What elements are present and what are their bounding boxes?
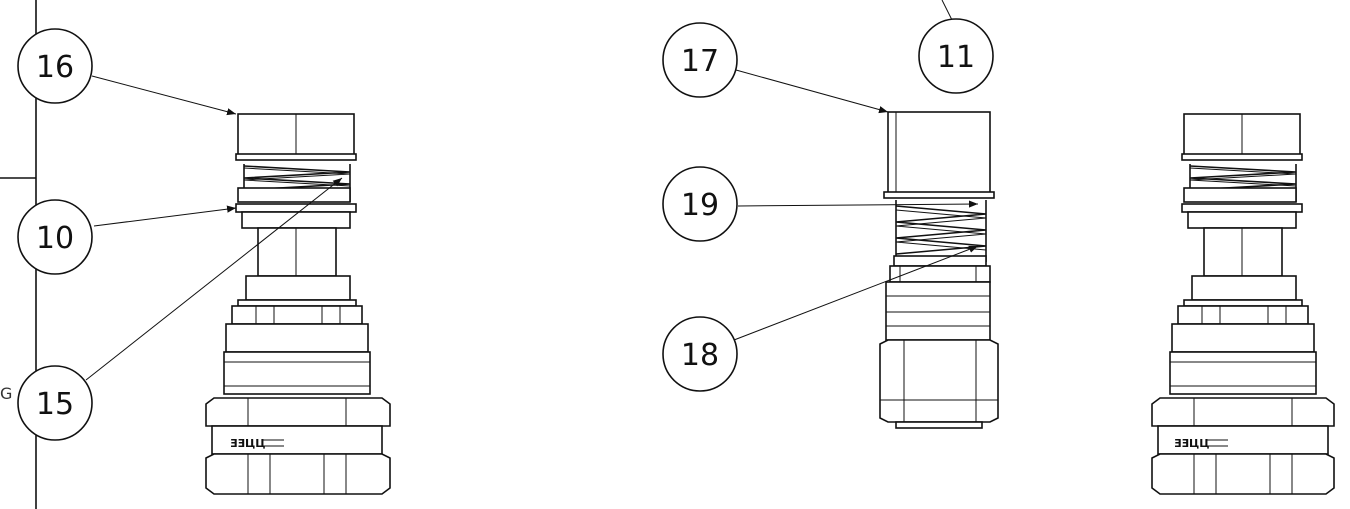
brand-logo-right: ƎƎЦЦ xyxy=(1174,437,1209,450)
spring-middle xyxy=(895,200,987,262)
frame-edge-letter: G xyxy=(0,384,12,403)
brand-logo-left: ƎƎЦЦ xyxy=(230,437,265,450)
leader-10 xyxy=(93,205,237,227)
leader-15 xyxy=(85,177,343,381)
balloon-label-19: 19 xyxy=(681,188,719,223)
balloon-label-18: 18 xyxy=(681,338,719,373)
spring-right xyxy=(1189,164,1297,202)
balloon-11: 11 xyxy=(918,18,994,94)
assembly-left: ƎƎЦЦ xyxy=(205,113,391,495)
leader-19 xyxy=(737,200,979,208)
assembly-middle xyxy=(879,111,999,429)
balloon-label-17: 17 xyxy=(681,44,719,79)
balloon-label-16: 16 xyxy=(36,50,74,85)
leader-lines xyxy=(85,0,979,381)
balloon-10: 10 xyxy=(17,199,93,275)
balloon-19: 19 xyxy=(662,166,738,242)
balloon-16: 16 xyxy=(17,28,93,104)
leader-11 xyxy=(941,0,953,21)
leader-17 xyxy=(735,69,889,114)
balloon-15: 15 xyxy=(17,365,93,441)
balloon-label-15: 15 xyxy=(36,387,74,422)
balloon-label-11: 11 xyxy=(937,40,975,75)
leader-16 xyxy=(91,75,237,116)
assembly-right: ƎƎЦЦ xyxy=(1151,113,1335,495)
balloon-17: 17 xyxy=(662,22,738,98)
leader-18 xyxy=(733,245,979,341)
balloon-label-10: 10 xyxy=(36,221,74,256)
balloon-18: 18 xyxy=(662,316,738,392)
